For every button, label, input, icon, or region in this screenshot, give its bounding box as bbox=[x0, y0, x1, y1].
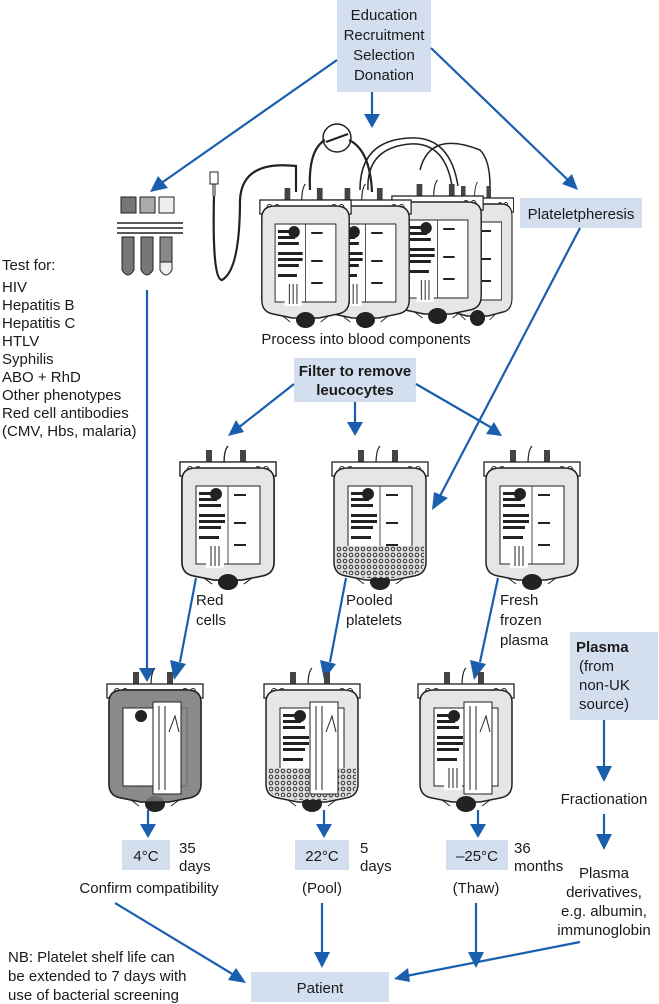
svg-text:leucocytes: leucocytes bbox=[316, 382, 394, 399]
test-item: Other phenotypes bbox=[2, 387, 121, 404]
red-cells-label: cells bbox=[196, 612, 226, 629]
svg-text:–25°C: –25°C bbox=[456, 848, 498, 865]
plasma-label: frozen bbox=[500, 612, 542, 629]
red-cells-shelf-life: 35 bbox=[179, 840, 196, 857]
svg-text:Patient: Patient bbox=[297, 980, 345, 997]
arrow-tests-to-red-cells bbox=[139, 290, 155, 682]
step-donation: Donation bbox=[354, 67, 414, 84]
svg-text:use of bacterial screening: use of bacterial screening bbox=[8, 987, 179, 1004]
platelets-bag-icon bbox=[331, 445, 429, 591]
derivatives-text: Plasma derivatives, e.g. albumin, immuno… bbox=[557, 865, 650, 939]
arrow-fractionation-to-derivatives bbox=[596, 814, 612, 850]
red-cells-storage-bag-icon bbox=[106, 667, 204, 813]
filter-box: Filter to remove leucocytes bbox=[294, 358, 416, 402]
platelets-label: platelets bbox=[346, 612, 402, 629]
red-cells-label: Red bbox=[196, 592, 224, 609]
arrow-derivatives-to-patient bbox=[394, 940, 581, 982]
process-label: Process into blood components bbox=[261, 331, 470, 348]
platelets-note: (Pool) bbox=[302, 880, 342, 897]
plasma-label: Fresh bbox=[500, 592, 538, 609]
tests-heading: Test for: bbox=[2, 257, 55, 274]
svg-text:Plasma: Plasma bbox=[576, 639, 629, 656]
step-recruitment: Recruitment bbox=[344, 27, 426, 44]
arrow-plasma-down bbox=[470, 577, 500, 680]
donation-steps-box: Education Recruitment Selection Donation bbox=[337, 0, 431, 92]
red-cells-temp-box: 4°C bbox=[122, 840, 170, 870]
arrow-to-plateletpheresis bbox=[430, 47, 578, 190]
plasma-source-box: Plasma (from non-UK source) bbox=[570, 632, 658, 720]
footnote: NB: Platelet shelf life can be extended … bbox=[8, 949, 186, 1004]
test-item: HTLV bbox=[2, 333, 39, 350]
blood-pack-set-icon bbox=[209, 123, 515, 329]
svg-text:Plateletpheresis: Plateletpheresis bbox=[528, 206, 635, 223]
test-item: Hepatitis C bbox=[2, 315, 76, 332]
svg-text:22°C: 22°C bbox=[305, 848, 339, 865]
arrow-plasma-storage bbox=[470, 810, 486, 838]
patient-box: Patient bbox=[251, 972, 389, 1002]
arrow-to-test-tubes bbox=[150, 59, 338, 192]
arrow-platelets-down bbox=[320, 577, 348, 680]
platelets-label: Pooled bbox=[346, 592, 393, 609]
plasma-storage-bag-icon bbox=[417, 667, 515, 813]
svg-text:non-UK: non-UK bbox=[579, 677, 630, 694]
arrow-red-cells-down bbox=[170, 577, 198, 680]
platelets-temp-box: 22°C bbox=[295, 840, 349, 870]
svg-text:Filter to remove: Filter to remove bbox=[299, 363, 412, 380]
arrow-filter-to-red-cells bbox=[228, 383, 295, 436]
arrow-platelets-to-patient bbox=[314, 903, 330, 968]
svg-text:derivatives,: derivatives, bbox=[566, 884, 642, 901]
test-item: ABO + RhD bbox=[2, 369, 81, 386]
arrow-filter-to-plasma bbox=[415, 383, 502, 436]
platelets-storage-bag-icon bbox=[263, 667, 361, 813]
tests-list: Test for: HIV Hepatitis B Hepatitis C HT… bbox=[2, 257, 136, 440]
arrow-to-process bbox=[364, 92, 380, 128]
arrow-plateletpheresis-to-platelets bbox=[432, 227, 581, 510]
test-item: HIV bbox=[2, 279, 27, 296]
svg-text:(from: (from bbox=[579, 658, 614, 675]
svg-text:NB: Platelet shelf life can: NB: Platelet shelf life can bbox=[8, 949, 175, 966]
arrow-filter-to-platelets bbox=[347, 402, 363, 436]
arrow-plasma-to-fractionation bbox=[596, 720, 612, 782]
platelets-shelf-life: days bbox=[360, 858, 392, 875]
plasma-shelf-life: months bbox=[514, 858, 563, 875]
plasma-shelf-life: 36 bbox=[514, 840, 531, 857]
red-cells-shelf-life: days bbox=[179, 858, 211, 875]
fractionation-label: Fractionation bbox=[561, 791, 648, 808]
svg-text:immunoglobin: immunoglobin bbox=[557, 922, 650, 939]
test-item: Syphilis bbox=[2, 351, 54, 368]
step-education: Education bbox=[351, 7, 418, 24]
plasma-label: plasma bbox=[500, 632, 549, 649]
red-cells-note: Confirm compatibility bbox=[79, 880, 219, 897]
arrow-platelets-storage bbox=[316, 810, 332, 838]
arrow-red-cells-to-patient bbox=[114, 902, 246, 983]
svg-text:source): source) bbox=[579, 696, 629, 713]
plasma-bag-icon bbox=[483, 445, 581, 591]
svg-text:e.g. albumin,: e.g. albumin, bbox=[561, 903, 647, 920]
test-item: Hepatitis B bbox=[2, 297, 75, 314]
red-cells-bag-icon bbox=[179, 445, 277, 591]
platelets-shelf-life: 5 bbox=[360, 840, 368, 857]
test-item: (CMV, Hbs, malaria) bbox=[2, 423, 136, 440]
arrow-red-cells-storage bbox=[140, 810, 156, 838]
plasma-note: (Thaw) bbox=[453, 880, 500, 897]
test-tubes-icon bbox=[117, 196, 183, 276]
step-selection: Selection bbox=[353, 47, 415, 64]
test-item: Red cell antibodies bbox=[2, 405, 129, 422]
arrow-plasma-to-patient bbox=[468, 903, 484, 968]
plateletpheresis-box: Plateletpheresis bbox=[520, 198, 642, 228]
svg-text:4°C: 4°C bbox=[133, 848, 158, 865]
svg-text:Plasma: Plasma bbox=[579, 865, 630, 882]
plasma-temp-box: –25°C bbox=[446, 840, 508, 870]
svg-text:be extended to 7 days with: be extended to 7 days with bbox=[8, 968, 186, 985]
